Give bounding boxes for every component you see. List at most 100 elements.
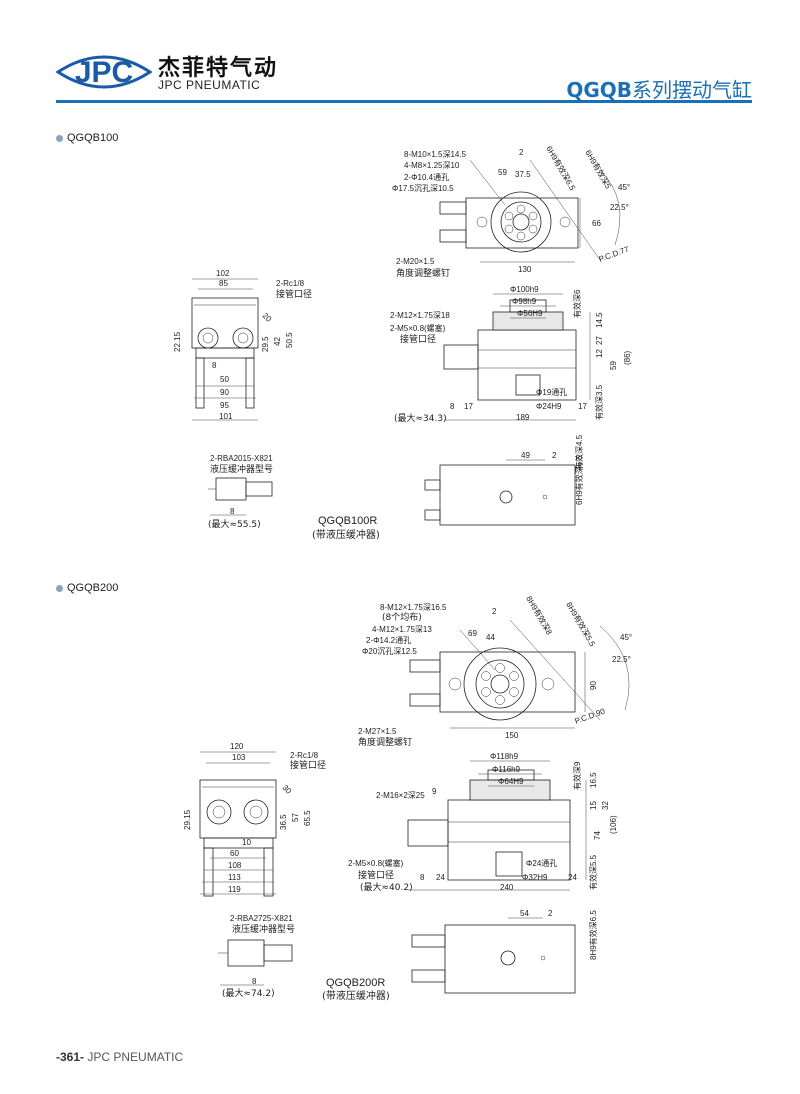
header-rule <box>56 100 752 103</box>
svg-text:8H9有效深6.5: 8H9有效深6.5 <box>588 910 598 960</box>
svg-text:Φ118h9: Φ118h9 <box>490 752 519 761</box>
svg-text:8: 8 <box>420 873 425 882</box>
svg-text:2: 2 <box>548 909 553 918</box>
svg-text:6H9有效深6.5: 6H9有效深6.5 <box>574 455 584 505</box>
qgqb100-buffer-view: 2-RBA2015-X821 液压缓冲器型号 8 (最大≈55.5) <box>208 454 273 530</box>
qgqb200-front-view: 8-M12×1.75深16.5 (8个均布) 4-M12×1.75深13 2-Φ… <box>358 594 632 748</box>
svg-text:P.C.D.77: P.C.D.77 <box>598 244 631 263</box>
svg-text:(带液压缓冲器): (带液压缓冲器) <box>322 989 390 1002</box>
svg-text:120: 120 <box>230 742 244 751</box>
svg-text:(最大≈34.3): (最大≈34.3) <box>394 412 447 424</box>
svg-text:液压缓冲器型号: 液压缓冲器型号 <box>210 463 273 475</box>
qgqb100r-view: 49 2 有效深4.5 6H9有效深6.5 QGQB100R (带液压缓冲器) <box>312 434 584 541</box>
svg-text:(最大≈40.2): (最大≈40.2) <box>360 881 413 893</box>
svg-text:50.5: 50.5 <box>285 332 294 348</box>
svg-text:22.15: 22.15 <box>173 331 182 352</box>
bullet-dot-icon <box>56 134 63 142</box>
qgqb200r-view: 54 2 8H9有效深6.5 QGQB200R (带液压缓冲器) <box>322 909 598 1002</box>
svg-text:22.5°: 22.5° <box>610 203 629 212</box>
svg-text:2-M12×1.75深18: 2-M12×1.75深18 <box>390 311 450 320</box>
title-code: QGQB <box>566 78 632 102</box>
section-label-qgqb100: QGQB100 <box>56 132 118 144</box>
svg-text:14.5: 14.5 <box>595 312 604 328</box>
section-label-qgqb200: QGQB200 <box>56 582 118 594</box>
svg-text:Φ100h9: Φ100h9 <box>510 285 539 294</box>
qgqb100-side-view: 102 85 2-Rc1/8 接管口径 20 22.15 29.5 42 50.… <box>173 269 312 421</box>
svg-text:QGQB100R: QGQB100R <box>318 515 377 527</box>
jpc-logo: JPC <box>56 55 152 89</box>
brand-name-cn: 杰菲特气动 <box>158 56 279 81</box>
svg-text:65.5: 65.5 <box>303 810 312 826</box>
svg-text:Φ17.5沉孔深10.5: Φ17.5沉孔深10.5 <box>392 184 454 193</box>
svg-text:Φ19通孔: Φ19通孔 <box>536 387 567 397</box>
brand-name-en: JPC PNEUMATIC <box>158 78 261 92</box>
svg-text:(8个均布): (8个均布) <box>382 611 422 623</box>
svg-text:27: 27 <box>595 336 604 345</box>
svg-text:Φ32H9: Φ32H9 <box>522 873 548 882</box>
svg-text:24: 24 <box>568 873 577 882</box>
svg-text:54: 54 <box>520 909 529 918</box>
logo-text: JPC <box>75 56 133 89</box>
qgqb100-section-view: Φ100h9 Φ98h9 Φ56H9 2-M12×1.75深18 2-M5×0.… <box>390 285 632 424</box>
svg-text:6H9有效深6.5: 6H9有效深6.5 <box>544 144 578 193</box>
svg-text:15: 15 <box>589 801 598 810</box>
svg-text:2-M20×1.5: 2-M20×1.5 <box>396 257 435 266</box>
qgqb200-section-view: Φ118h9 Φ116h9 Φ64H9 2-M16×2深25 2-M5×0.8(… <box>348 752 618 893</box>
svg-text:Φ20沉孔深12.5: Φ20沉孔深12.5 <box>362 647 417 656</box>
svg-text:2-RBA2015-X821: 2-RBA2015-X821 <box>210 454 273 463</box>
svg-text:17: 17 <box>578 402 587 411</box>
bullet-dot-icon <box>56 584 63 592</box>
svg-text:17: 17 <box>464 402 473 411</box>
svg-text:Φ98h9: Φ98h9 <box>512 297 537 306</box>
svg-text:8-M12×1.75深16.5: 8-M12×1.75深16.5 <box>380 603 447 612</box>
page-footer: -361- JPC PNEUMATIC <box>56 1050 183 1064</box>
svg-text:接管口径: 接管口径 <box>290 759 326 771</box>
svg-text:Φ116h9: Φ116h9 <box>492 765 521 774</box>
svg-text:16.5: 16.5 <box>589 772 598 788</box>
page-title: QGQB系列摆动气缸 <box>566 74 752 103</box>
svg-text:2-Rc1/8: 2-Rc1/8 <box>276 279 305 288</box>
svg-text:103: 103 <box>232 753 246 762</box>
svg-text:有效深6: 有效深6 <box>572 289 582 318</box>
svg-text:42: 42 <box>273 337 282 346</box>
svg-text:2-M16×2深25: 2-M16×2深25 <box>376 791 425 800</box>
svg-text:8-M10×1.5深14.5: 8-M10×1.5深14.5 <box>404 150 467 159</box>
svg-text:57: 57 <box>291 813 300 822</box>
svg-text:(86): (86) <box>623 350 632 365</box>
svg-text:95: 95 <box>220 401 229 410</box>
svg-text:45°: 45° <box>618 183 630 192</box>
svg-text:59: 59 <box>609 361 618 370</box>
svg-text:2-M27×1.5: 2-M27×1.5 <box>358 727 397 736</box>
svg-text:69: 69 <box>468 629 477 638</box>
svg-text:29.15: 29.15 <box>183 809 192 830</box>
svg-text:2-Φ14.2通孔: 2-Φ14.2通孔 <box>366 635 411 645</box>
svg-text:有效深3.5: 有效深3.5 <box>594 384 604 420</box>
svg-text:角度调整螺钉: 角度调整螺钉 <box>358 736 412 748</box>
svg-text:37.5: 37.5 <box>515 170 531 179</box>
svg-text:6H9有效深5: 6H9有效深5 <box>583 148 613 191</box>
svg-text:(最大≈74.2): (最大≈74.2) <box>222 987 275 999</box>
svg-text:130: 130 <box>518 265 532 274</box>
svg-text:(最大≈55.5): (最大≈55.5) <box>208 518 261 530</box>
svg-text:4-M8×1.25深10: 4-M8×1.25深10 <box>404 161 460 170</box>
svg-text:60: 60 <box>230 849 239 858</box>
qgqb200-buffer-view: 2-RBA2725-X821 液压缓冲器型号 8 (最大≈74.2) <box>218 914 295 999</box>
svg-text:有效深4.5: 有效深4.5 <box>574 434 584 470</box>
svg-text:4-M12×1.75深13: 4-M12×1.75深13 <box>372 625 432 634</box>
svg-text:2-M5×0.8(螺塞): 2-M5×0.8(螺塞) <box>348 858 404 868</box>
svg-text:150: 150 <box>505 731 519 740</box>
page-number: -361- <box>56 1050 85 1064</box>
svg-text:Φ56H9: Φ56H9 <box>517 309 543 318</box>
svg-text:240: 240 <box>500 883 514 892</box>
svg-text:(带液压缓冲器): (带液压缓冲器) <box>312 528 380 541</box>
svg-text:101: 101 <box>219 412 233 421</box>
svg-text:66: 66 <box>592 219 601 228</box>
svg-text:12: 12 <box>595 349 604 358</box>
svg-text:Φ24通孔: Φ24通孔 <box>526 858 557 868</box>
svg-text:2-RBA2725-X821: 2-RBA2725-X821 <box>230 914 293 923</box>
svg-text:Φ64H9: Φ64H9 <box>498 777 524 786</box>
svg-text:10: 10 <box>242 838 251 847</box>
svg-text:接管口径: 接管口径 <box>276 288 312 300</box>
svg-text:36.5: 36.5 <box>279 814 288 830</box>
